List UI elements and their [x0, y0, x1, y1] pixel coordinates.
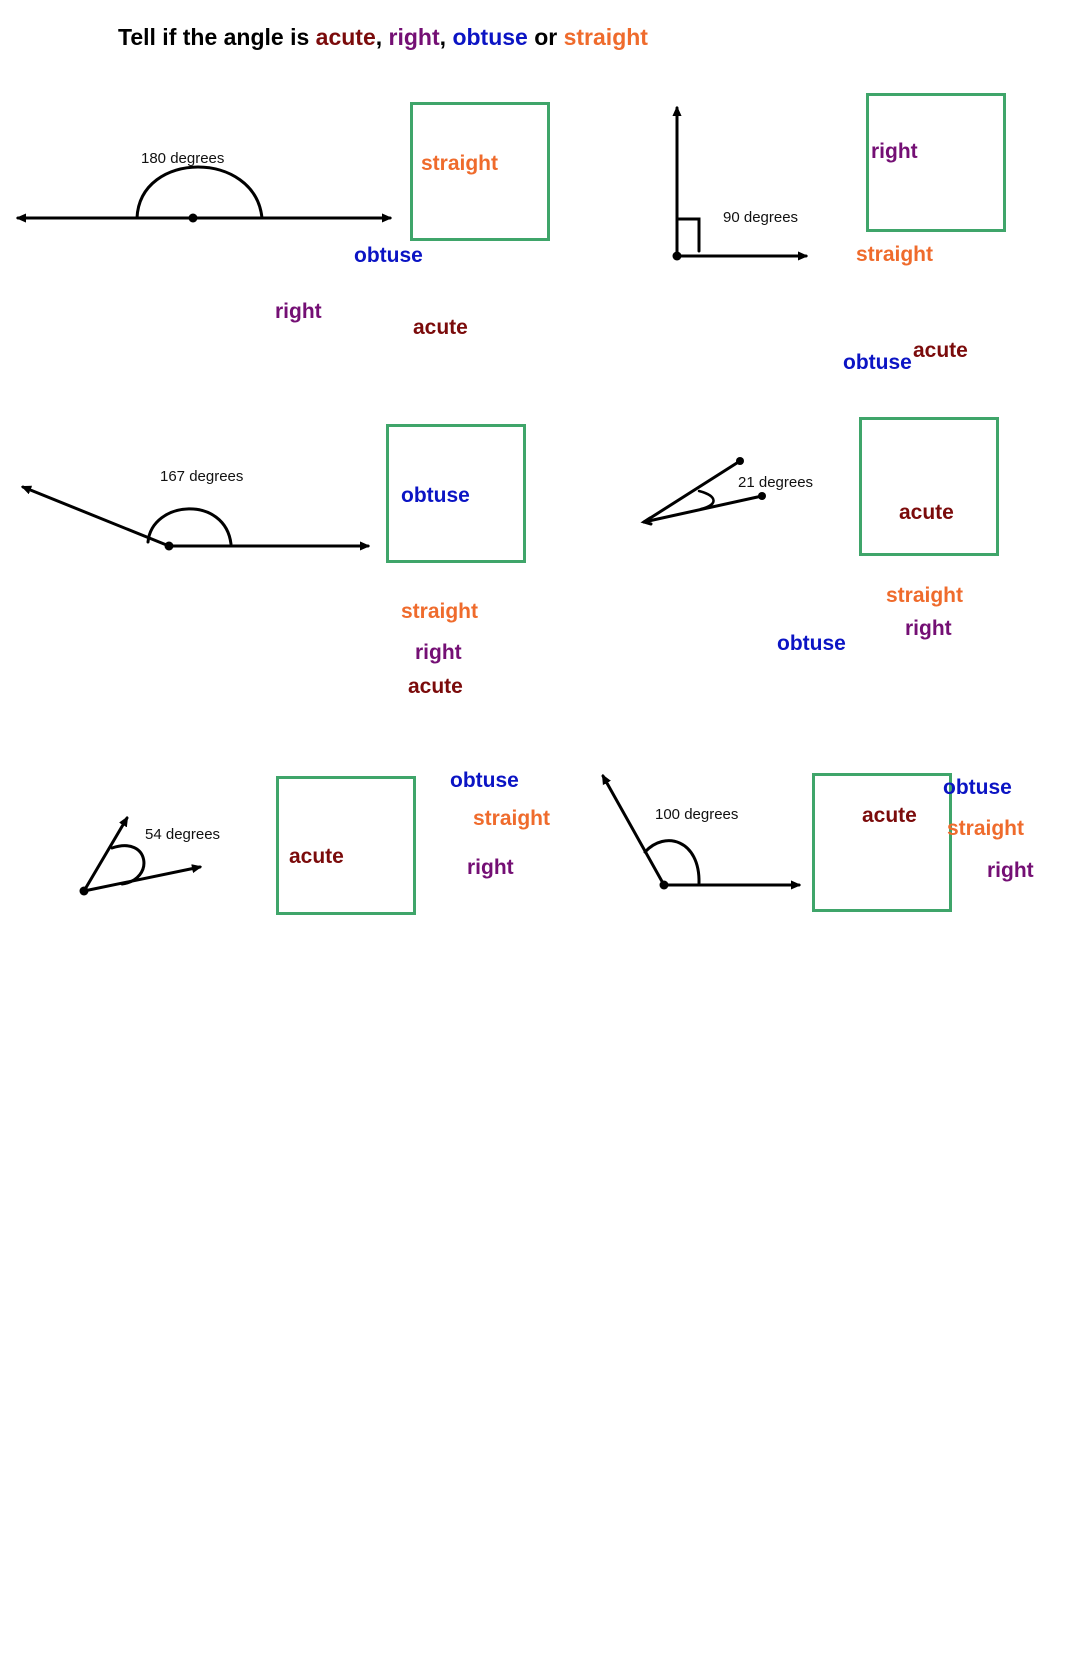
word-tile-straight[interactable]: straight — [421, 152, 499, 175]
angle-167-figure — [23, 485, 368, 551]
angle-180-figure — [18, 165, 390, 223]
answer-box[interactable] — [410, 102, 550, 241]
word-tile-obtuse[interactable]: obtuse — [401, 484, 470, 507]
title-obtuse: obtuse — [452, 24, 528, 50]
title-straight: straight — [563, 24, 648, 50]
title-right: right — [388, 24, 440, 50]
degree-label: 100 degrees — [655, 806, 739, 823]
angle-21-figure — [640, 457, 766, 526]
word-tile-obtuse[interactable]: obtuse — [943, 776, 1012, 799]
word-tile-acute[interactable]: acute — [408, 675, 463, 698]
word-tile-straight[interactable]: straight — [886, 584, 964, 607]
word-tile-acute[interactable]: acute — [899, 501, 954, 524]
title-prefix: Tell if the angle is — [118, 24, 316, 50]
word-tile-acute[interactable]: acute — [413, 316, 468, 339]
degree-label: 21 degrees — [738, 474, 814, 491]
degree-label: 54 degrees — [145, 826, 221, 843]
page-title: Tell if the angle is acute, right, obtus… — [118, 24, 648, 51]
word-tile-acute[interactable]: acute — [862, 804, 917, 827]
title-sep: , — [375, 24, 389, 50]
degree-label: 90 degrees — [723, 209, 799, 226]
word-tile-acute[interactable]: acute — [913, 339, 968, 362]
answer-box[interactable] — [276, 776, 416, 915]
word-tile-obtuse[interactable]: obtuse — [843, 351, 912, 374]
vertex-dot — [188, 213, 198, 223]
title-sep: , — [439, 24, 453, 50]
word-tile-obtuse[interactable]: obtuse — [450, 769, 519, 792]
answer-box[interactable] — [859, 417, 999, 556]
ray-end-dot — [736, 457, 744, 465]
answer-box[interactable] — [386, 424, 526, 563]
answer-box[interactable] — [812, 773, 952, 912]
degree-label: 167 degrees — [160, 468, 244, 485]
word-tile-right[interactable]: right — [871, 140, 918, 163]
word-tile-straight[interactable]: straight — [947, 817, 1025, 840]
angle-100-figure — [601, 776, 799, 890]
word-tile-obtuse[interactable]: obtuse — [777, 632, 846, 655]
angle-90-figure — [673, 108, 807, 261]
title-acute: acute — [315, 24, 376, 50]
degree-label: 180 degrees — [141, 150, 225, 167]
word-tile-right[interactable]: right — [415, 641, 462, 664]
word-tile-straight[interactable]: straight — [856, 243, 934, 266]
title-sep: or — [527, 24, 564, 50]
word-tile-right[interactable]: right — [987, 859, 1034, 882]
vertex-dot — [79, 886, 89, 896]
word-tile-right[interactable]: right — [905, 617, 952, 640]
vertex-dot — [164, 541, 174, 551]
word-tile-right[interactable]: right — [467, 856, 514, 879]
vertex-dot — [672, 251, 682, 261]
word-tile-obtuse[interactable]: obtuse — [354, 244, 423, 267]
ray-end-dot — [758, 492, 766, 500]
word-tile-straight[interactable]: straight — [473, 807, 551, 830]
word-tile-acute[interactable]: acute — [289, 845, 344, 868]
angle-54-figure — [79, 818, 201, 896]
word-tile-straight[interactable]: straight — [401, 600, 479, 623]
vertex-dot — [659, 880, 669, 890]
answer-box[interactable] — [866, 93, 1006, 232]
word-tile-right[interactable]: right — [275, 300, 322, 323]
